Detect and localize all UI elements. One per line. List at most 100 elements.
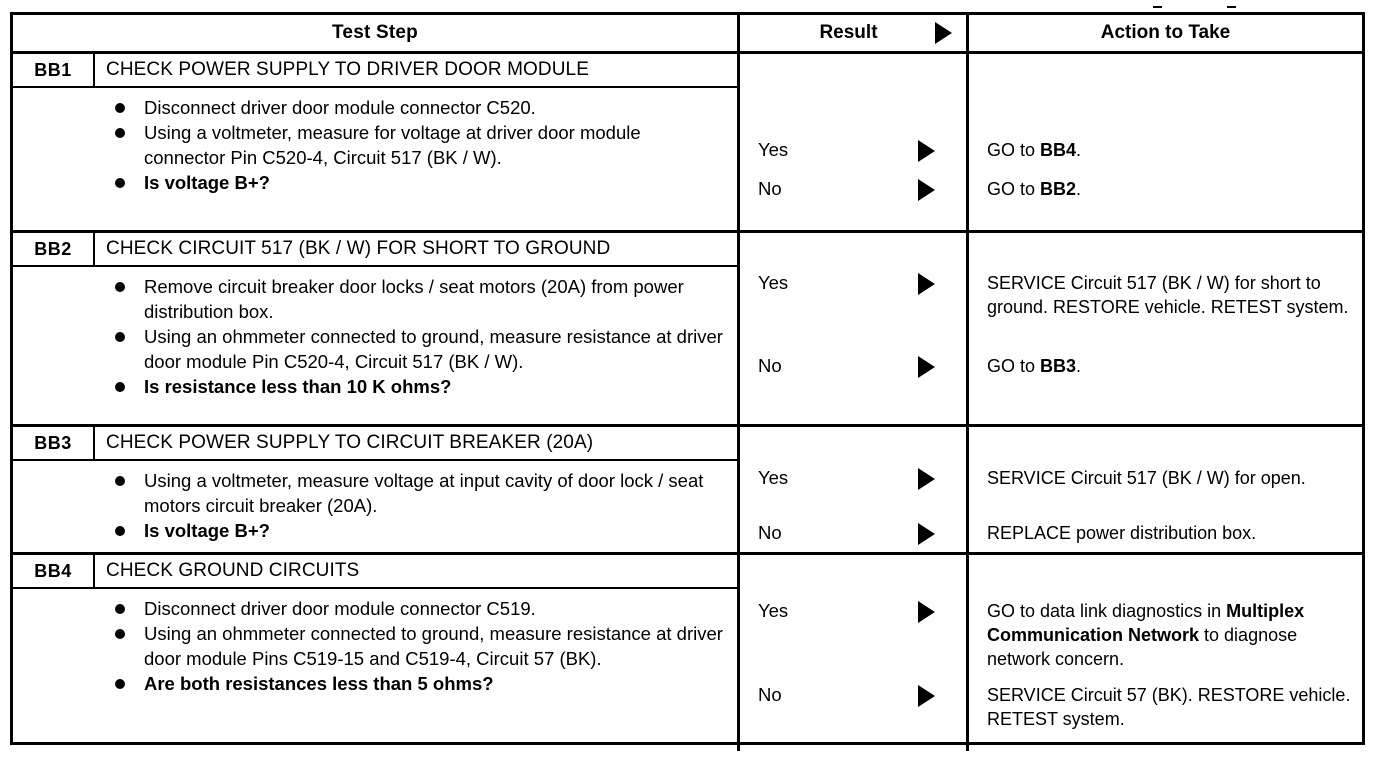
step-id-bb3: BB3 xyxy=(13,427,95,459)
bullet-dot-icon xyxy=(115,604,125,614)
instruction-bullet: Using an ohmmeter connected to ground, m… xyxy=(114,621,727,671)
step-heading: BB3 CHECK POWER SUPPLY TO CIRCUIT BREAKER… xyxy=(13,427,737,461)
result-answer: No xyxy=(740,354,966,383)
step-title: CHECK POWER SUPPLY TO CIRCUIT BREAKER (2… xyxy=(106,432,594,453)
triangle-right-icon xyxy=(918,177,935,206)
step-instruction-list: Disconnect driver door module connector … xyxy=(13,589,737,751)
action-text: REPLACE power distribution box. xyxy=(987,523,1257,543)
instruction-bullet: Using a voltmeter, measure for voltage a… xyxy=(114,120,727,170)
instruction-text: Using a voltmeter, measure voltage at in… xyxy=(144,470,704,516)
instruction-bullet: Disconnect driver door module connector … xyxy=(114,95,727,120)
action-text: SERVICE Circuit 517 (BK / W) for open. xyxy=(987,468,1306,488)
instruction-bullet: Is resistance less than 10 K ohms? xyxy=(114,374,727,399)
scan-speck xyxy=(1153,6,1162,8)
column-header-result: Result xyxy=(740,15,969,51)
result-answer: Yes xyxy=(740,599,966,628)
result-answer: No xyxy=(740,521,966,550)
triangle-right-icon xyxy=(918,683,935,712)
action-to-take-cell: GO to data link diagnostics in Multiplex… xyxy=(969,555,1362,751)
triangle-right-glyph xyxy=(918,601,935,623)
action-text: GO to data link diagnostics in Multiplex… xyxy=(987,601,1305,669)
table-row: BB3 CHECK POWER SUPPLY TO CIRCUIT BREAKER… xyxy=(13,427,1362,555)
triangle-right-glyph xyxy=(918,468,935,490)
instruction-text: Is voltage B+? xyxy=(144,172,270,193)
step-id-bb1: BB1 xyxy=(13,54,95,86)
result-answer: No xyxy=(740,177,966,206)
table-body: BB1 CHECK POWER SUPPLY TO DRIVER DOOR MOD… xyxy=(13,54,1362,751)
column-header-result-label: Result xyxy=(819,22,878,43)
table-row: BB2 CHECK CIRCUIT 517 (BK / W) FOR SHORT … xyxy=(13,233,1362,427)
action-text: SERVICE Circuit 517 (BK / W) for short t… xyxy=(987,273,1349,317)
triangle-right-icon xyxy=(918,521,935,550)
action-to-take-cell: SERVICE Circuit 517 (BK / W) for open. RE… xyxy=(969,427,1362,552)
action-to-take-cell: SERVICE Circuit 517 (BK / W) for short t… xyxy=(969,233,1362,424)
triangle-right-glyph xyxy=(918,140,935,162)
step-id-bb2: BB2 xyxy=(13,233,95,265)
triangle-right-icon xyxy=(918,354,935,383)
triangle-right-glyph xyxy=(918,356,935,378)
bullet-dot-icon xyxy=(115,128,125,138)
result-answer: Yes xyxy=(740,466,966,495)
triangle-right-icon xyxy=(918,138,935,167)
instruction-text: Using an ohmmeter connected to ground, m… xyxy=(144,326,723,372)
instruction-text: Disconnect driver door module connector … xyxy=(144,97,536,118)
step-id-bb4: BB4 xyxy=(13,555,95,587)
column-header-action-to-take: Action to Take xyxy=(1100,22,1231,43)
test-step-cell: BB3 CHECK POWER SUPPLY TO CIRCUIT BREAKER… xyxy=(13,427,740,552)
instruction-bullet: Is voltage B+? xyxy=(114,518,727,543)
action-text: GO to BB3. xyxy=(987,356,1082,376)
step-title: CHECK GROUND CIRCUITS xyxy=(106,560,360,581)
instruction-text: Remove circuit breaker door locks / seat… xyxy=(144,276,684,322)
bullet-dot-icon xyxy=(115,103,125,113)
result-answer-label: Yes xyxy=(758,467,789,488)
table-header-row: Test Step Result Action to Take xyxy=(13,15,1362,54)
bullet-dot-icon xyxy=(115,178,125,188)
triangle-right-icon xyxy=(935,22,952,44)
instruction-text: Using a voltmeter, measure for voltage a… xyxy=(144,122,641,168)
result-answer: Yes xyxy=(740,271,966,300)
instruction-text: Using an ohmmeter connected to ground, m… xyxy=(144,623,723,669)
table-row: BB4 CHECK GROUND CIRCUITS Disconnect drive… xyxy=(13,555,1362,751)
action-text: GO to BB4. xyxy=(987,140,1082,160)
instruction-bullet: Using an ohmmeter connected to ground, m… xyxy=(114,324,727,374)
instruction-bullet: Remove circuit breaker door locks / seat… xyxy=(114,274,727,324)
triangle-right-glyph xyxy=(918,273,935,295)
instruction-bullet: Disconnect driver door module connector … xyxy=(114,596,727,621)
triangle-right-icon xyxy=(918,466,935,495)
bullet-dot-icon xyxy=(115,629,125,639)
result-answer-label: No xyxy=(758,355,782,376)
table-row: BB1 CHECK POWER SUPPLY TO DRIVER DOOR MOD… xyxy=(13,54,1362,233)
step-heading: BB1 CHECK POWER SUPPLY TO DRIVER DOOR MOD… xyxy=(13,54,737,88)
triangle-right-glyph xyxy=(918,523,935,545)
result-answer: Yes xyxy=(740,138,966,167)
bullet-dot-icon xyxy=(115,332,125,342)
bullet-dot-icon xyxy=(115,679,125,689)
bullet-dot-icon xyxy=(115,382,125,392)
instruction-bullet: Using a voltmeter, measure voltage at in… xyxy=(114,468,727,518)
action-text: GO to BB2. xyxy=(987,179,1082,199)
result-answer-label: Yes xyxy=(758,272,789,293)
test-step-cell: BB1 CHECK POWER SUPPLY TO DRIVER DOOR MOD… xyxy=(13,54,740,230)
triangle-right-icon xyxy=(918,271,935,300)
bullet-dot-icon xyxy=(115,282,125,292)
step-instruction-list: Disconnect driver door module connector … xyxy=(13,88,737,230)
result-answer-label: No xyxy=(758,684,782,705)
test-step-cell: BB4 CHECK GROUND CIRCUITS Disconnect drive… xyxy=(13,555,740,751)
result-answer-label: Yes xyxy=(758,139,789,160)
instruction-text: Is resistance less than 10 K ohms? xyxy=(144,376,452,397)
test-step-cell: BB2 CHECK CIRCUIT 517 (BK / W) FOR SHORT … xyxy=(13,233,740,424)
result-answer-label: Yes xyxy=(758,600,789,621)
step-instruction-list: Remove circuit breaker door locks / seat… xyxy=(13,267,737,424)
column-header-test-step: Test Step xyxy=(13,15,740,51)
action-text: SERVICE Circuit 57 (BK). RESTORE vehicle… xyxy=(987,685,1351,729)
result-answer-label: No xyxy=(758,522,782,543)
triangle-right-glyph xyxy=(918,685,935,707)
action-to-take-cell: GO to BB4. GO to BB2. xyxy=(969,54,1362,230)
step-title: CHECK CIRCUIT 517 (BK / W) FOR SHORT TO … xyxy=(106,238,611,259)
step-heading: BB2 CHECK CIRCUIT 517 (BK / W) FOR SHORT … xyxy=(13,233,737,267)
step-title: CHECK POWER SUPPLY TO DRIVER DOOR MODULE xyxy=(106,59,589,80)
